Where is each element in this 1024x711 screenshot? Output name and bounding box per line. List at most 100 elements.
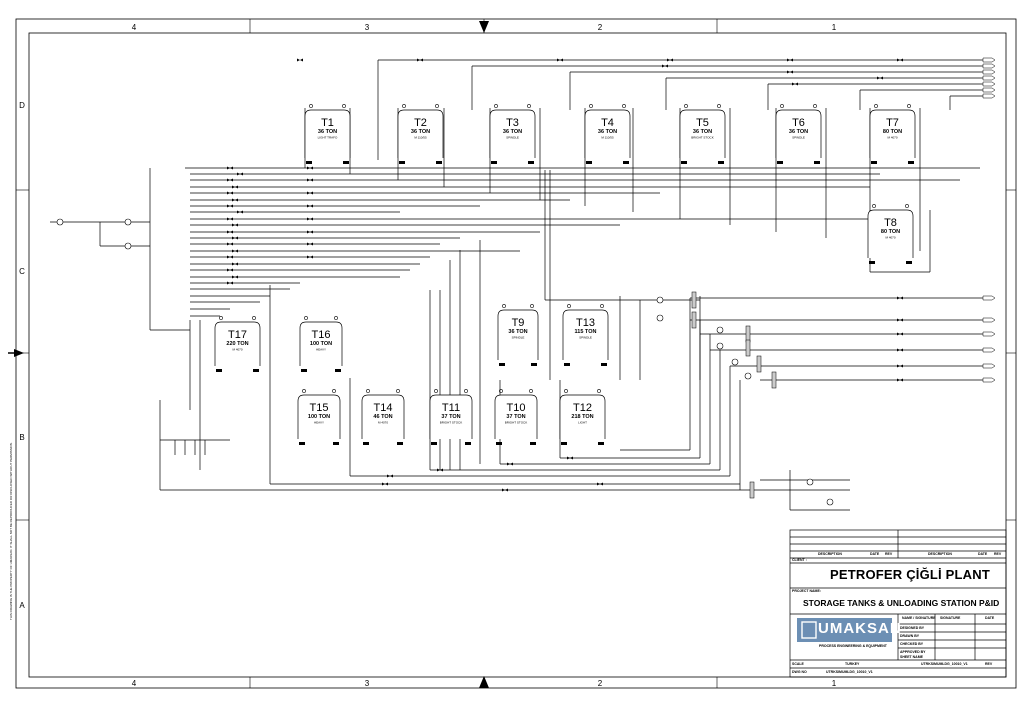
tank-shell bbox=[297, 394, 341, 439]
tank-outlet-valve-icon bbox=[465, 442, 471, 445]
rev-header-desc-2: DESCRIPTION bbox=[928, 552, 952, 556]
tank-capacity-label: 100 TON bbox=[308, 414, 330, 420]
tank-product-label: SPINDLE bbox=[579, 336, 592, 340]
tank-id-label: T1 bbox=[321, 117, 334, 129]
tank-instrument-icon bbox=[494, 104, 498, 108]
tank-id-label: T14 bbox=[374, 402, 393, 414]
top-center-mark bbox=[479, 21, 489, 33]
tank-outlet-valve-icon bbox=[499, 363, 505, 366]
rev-header-rev-2: REV bbox=[994, 552, 1002, 556]
tank-product-label: M 110/55 bbox=[414, 136, 427, 140]
tank-instrument-icon bbox=[529, 389, 533, 393]
project-label: PROJECT NAME: bbox=[792, 589, 821, 593]
valve-icon bbox=[897, 378, 903, 382]
tank-shell bbox=[869, 109, 916, 158]
valve-icon bbox=[232, 223, 238, 227]
sign-row-designed: DESIGNED BY bbox=[900, 626, 925, 630]
valve-symbols bbox=[56, 57, 996, 506]
company-name: UMAKSAN bbox=[818, 620, 902, 637]
valve-icon bbox=[567, 456, 573, 460]
row-label-c: C bbox=[19, 267, 25, 276]
tank-product-label: M 4070 bbox=[885, 236, 895, 240]
pump-icon bbox=[124, 242, 132, 250]
tank-outlet-valve-icon bbox=[814, 161, 820, 164]
tank-product-label: LIGHT bbox=[578, 421, 587, 425]
tank-shell bbox=[497, 309, 539, 360]
bottom-label-scale: SCALE bbox=[792, 662, 804, 666]
valve-icon bbox=[557, 58, 563, 62]
tank-outlet-valve-icon bbox=[253, 369, 259, 372]
tank-capacity-label: 80 TON bbox=[883, 129, 902, 135]
pump-icon bbox=[806, 478, 814, 486]
left-center-mark bbox=[14, 349, 24, 357]
tank-shell bbox=[584, 109, 631, 158]
tank-outlet-valve-icon bbox=[718, 161, 724, 164]
col-label-3: 3 bbox=[365, 23, 370, 32]
tank-outlet-valve-icon bbox=[561, 442, 567, 445]
tank-instrument-icon bbox=[813, 104, 817, 108]
tank-shell bbox=[679, 109, 726, 158]
tank-capacity-label: 220 TON bbox=[226, 341, 248, 347]
tank-instrument-icon bbox=[907, 104, 911, 108]
valve-icon bbox=[507, 462, 513, 466]
tank-instrument-icon bbox=[309, 104, 313, 108]
tank-instrument-icon bbox=[597, 389, 601, 393]
drawing-number-right: UTRKSIMUMLDG_10010_V1 bbox=[921, 662, 968, 666]
tank-instrument-icon bbox=[502, 304, 506, 308]
row-label-d: D bbox=[19, 101, 25, 110]
tank-capacity-label: 46 TON bbox=[373, 414, 392, 420]
tank-product-label: SPINDLE bbox=[506, 136, 519, 140]
tank-id-label: T16 bbox=[312, 329, 331, 341]
company-subtitle: PROCESS ENGINEERING & EQUIPMENT bbox=[819, 644, 887, 648]
tank-instrument-icon bbox=[366, 389, 370, 393]
pump-icon bbox=[716, 342, 724, 350]
tank-capacity-label: 36 TON bbox=[318, 129, 337, 135]
col-label-1-bottom: 1 bbox=[832, 679, 837, 688]
pump-icon bbox=[656, 314, 664, 322]
tank-outlet-valve-icon bbox=[306, 161, 312, 164]
pump-icon bbox=[56, 218, 64, 226]
pump-icon bbox=[731, 358, 739, 366]
valve-icon bbox=[227, 268, 233, 272]
valve-icon bbox=[897, 296, 903, 300]
tank-id-label: T9 bbox=[512, 317, 525, 329]
bottom-label-dwgno: DWG NO bbox=[792, 670, 807, 674]
tank-product-label: BRIGHT STOCK bbox=[505, 421, 527, 425]
tank-outlet-valve-icon bbox=[871, 161, 877, 164]
tank-capacity-label: 36 TON bbox=[598, 129, 617, 135]
sign-header-date: DATE bbox=[985, 616, 995, 620]
tank-instrument-icon bbox=[302, 389, 306, 393]
col-label-1: 1 bbox=[832, 23, 837, 32]
margin-note: THIS DRAWING IS THE PROPERTY OF UMAKSAN.… bbox=[9, 442, 13, 620]
valve-icon bbox=[227, 230, 233, 234]
tank-id-label: T4 bbox=[601, 117, 614, 129]
sign-row-sheet: SHEET NAME bbox=[900, 655, 923, 659]
valve-icon bbox=[227, 255, 233, 259]
tank-capacity-label: 36 TON bbox=[508, 329, 527, 335]
tank-outlet-valve-icon bbox=[598, 442, 604, 445]
tank-outlet-valve-icon bbox=[397, 442, 403, 445]
filter-icon bbox=[756, 355, 762, 373]
client-name: PETROFER ÇİĞLİ PLANT bbox=[830, 567, 990, 582]
tank-instrument-icon bbox=[304, 316, 308, 320]
col-label-4-bottom: 4 bbox=[132, 679, 137, 688]
tank-id-label: T3 bbox=[506, 117, 519, 129]
tank-capacity-label: 218 TON bbox=[571, 414, 593, 420]
row-label-b: B bbox=[19, 433, 24, 442]
sign-row-approved: APPROVED BY bbox=[900, 650, 926, 654]
valve-icon bbox=[297, 58, 303, 62]
tank-outlet-valve-icon bbox=[343, 161, 349, 164]
tank-capacity-label: 36 TON bbox=[503, 129, 522, 135]
valve-icon bbox=[437, 468, 443, 472]
tank-outlet-valve-icon bbox=[436, 161, 442, 164]
valve-icon bbox=[417, 58, 423, 62]
valve-icon bbox=[307, 178, 313, 182]
tank-product-label: SPINDLE bbox=[792, 136, 805, 140]
